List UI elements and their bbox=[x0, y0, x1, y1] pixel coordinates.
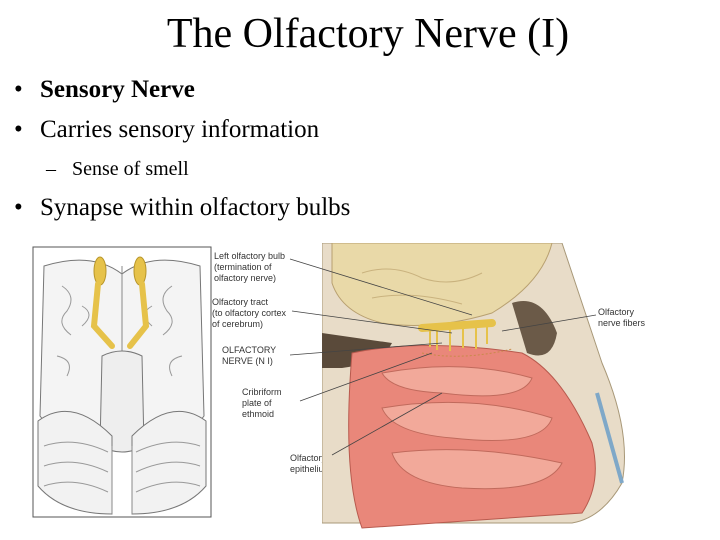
label-olfactory-nerve: OLFACTORY NERVE (N I) bbox=[222, 345, 277, 366]
label-olfactory-nerve-fibers: Olfactory nerve fibers bbox=[598, 307, 646, 328]
nasal-cavity-sagittal-view bbox=[322, 243, 625, 529]
brain-inferior-view bbox=[32, 246, 212, 518]
sub-bullet-smell: –Sense of smell bbox=[46, 158, 189, 181]
label-olfactory-tract: Olfactory tract (to olfactory cortex of … bbox=[212, 297, 287, 329]
bullet-text: Synapse within olfactory bulbs bbox=[40, 194, 351, 221]
slide-title: The Olfactory Nerve (I) bbox=[166, 11, 570, 57]
bullet-sensory-nerve: • Sensory Nerve bbox=[14, 76, 195, 104]
bullet-synapse: • Synapse within olfactory bulbs bbox=[14, 194, 350, 222]
bullet-text: Sensory Nerve bbox=[40, 76, 195, 103]
bullet-marker: • bbox=[14, 76, 23, 103]
bullet-text: Carries sensory information bbox=[40, 116, 320, 143]
olfactory-figure: Left olfactory bulb (termination of olfa… bbox=[32, 243, 652, 533]
bullet-carries-info: • Carries sensory information bbox=[14, 116, 319, 144]
bullet-marker: • bbox=[14, 194, 23, 221]
label-olfactory-epithelium: Olfactory epithelium bbox=[290, 453, 332, 474]
label-left-olfactory-bulb: Left olfactory bulb (termination of olfa… bbox=[214, 251, 286, 283]
bullet-marker: • bbox=[14, 116, 23, 143]
label-cribriform-plate: Cribriform plate of ethmoid bbox=[242, 387, 282, 419]
sub-bullet-text: Sense of smell bbox=[72, 158, 189, 180]
sub-bullet-marker: – bbox=[46, 158, 56, 180]
